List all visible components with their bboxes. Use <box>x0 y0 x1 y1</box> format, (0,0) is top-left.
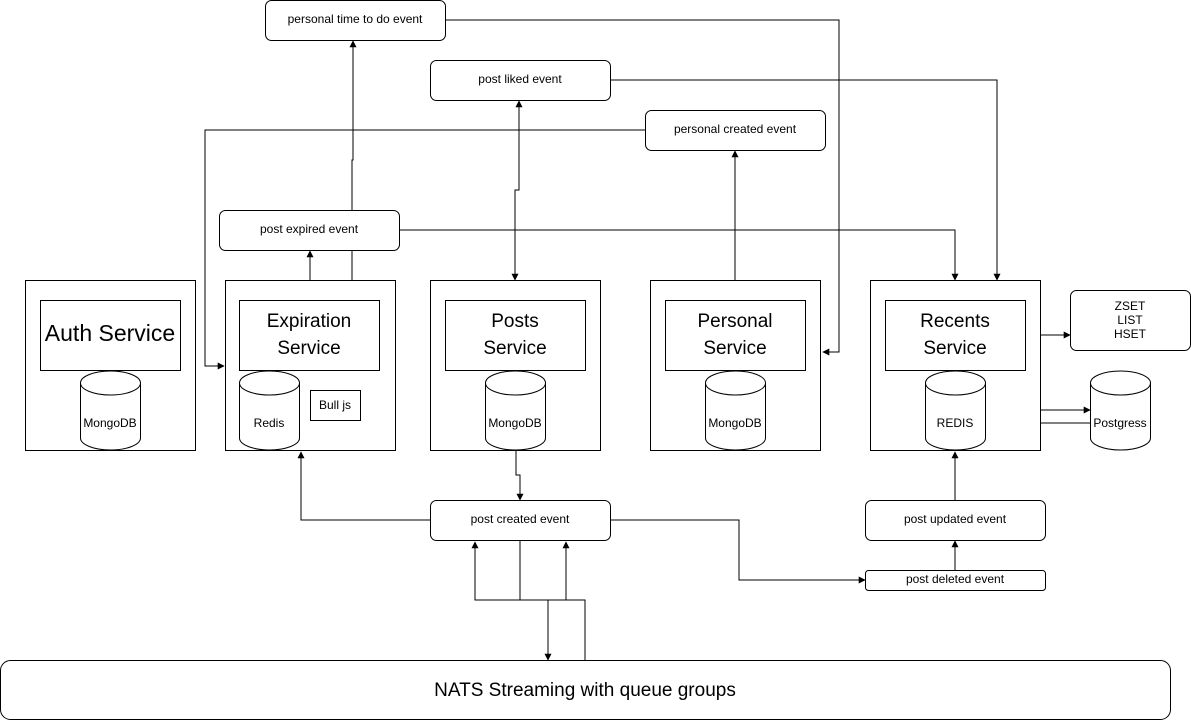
recents-service: Recents Service REDIS <box>870 280 1041 451</box>
connector-personal-created-to-expiration <box>204 129 645 370</box>
event-label: post liked event <box>478 72 562 86</box>
database-label: Redis <box>254 416 285 430</box>
database-icon <box>925 370 986 451</box>
event-post-expired: post expired event <box>219 210 400 251</box>
nats-streaming: NATS Streaming with queue groups <box>0 660 1171 720</box>
nats-label: NATS Streaming with queue groups <box>434 680 736 701</box>
event-label: post updated event <box>904 512 1007 526</box>
database-icon <box>1090 370 1151 451</box>
database-icon <box>705 370 766 451</box>
event-label: post expired event <box>260 222 359 236</box>
structure-zset: ZSET <box>1115 299 1146 313</box>
connector-time-to-personal <box>445 19 840 356</box>
service-title-line1: Recents <box>920 311 990 332</box>
service-title-line2: Service <box>703 338 766 359</box>
service-title-line1: Posts <box>491 311 539 332</box>
service-title-line2: Service <box>923 338 986 359</box>
connector-created-to-deleted <box>610 519 866 584</box>
postgres-database: Postgress <box>1090 370 1151 451</box>
event-personal-time-to-do: personal time to do event <box>265 0 446 41</box>
structure-hset: HSET <box>1114 327 1147 341</box>
database-label: MongoDB <box>83 416 136 430</box>
event-label: personal time to do event <box>288 12 423 26</box>
queue-label: Bull js <box>319 398 351 412</box>
expiration-service: Expiration Service Redis Bull js <box>225 280 396 451</box>
database-label: MongoDB <box>488 416 541 430</box>
database-icon <box>239 370 300 451</box>
service-title-line1: Expiration <box>267 311 352 332</box>
connector-nats-left <box>471 541 521 601</box>
event-label: post deleted event <box>906 572 1005 586</box>
connector-liked-to-recents <box>610 79 1001 281</box>
connector-created-to-expiration <box>297 451 430 521</box>
service-title: Auth Service <box>45 320 175 346</box>
connector-nats-right <box>562 541 586 660</box>
event-post-deleted: post deleted event <box>865 570 1046 591</box>
service-title-line2: Service <box>277 338 340 359</box>
auth-service: Auth Service MongoDB <box>25 280 196 451</box>
event-post-liked: post liked event <box>430 60 611 101</box>
connector-expired-to-recents <box>399 229 959 281</box>
event-post-updated: post updated event <box>865 500 1046 541</box>
database-label: REDIS <box>937 416 974 430</box>
event-label: personal created event <box>674 122 797 136</box>
queue-box <box>310 390 361 421</box>
connector-posts-liked <box>511 100 523 281</box>
event-post-created: post created event <box>430 500 611 541</box>
personal-service: Personal Service MongoDB <box>650 280 821 451</box>
database-label: Postgress <box>1093 416 1146 430</box>
event-label: post created event <box>471 512 570 526</box>
database-icon <box>80 370 141 451</box>
connector-posts-to-created <box>515 450 524 501</box>
service-title-line1: Personal <box>698 311 773 332</box>
redis-structures: ZSET LIST HSET <box>1070 290 1191 351</box>
database-label: MongoDB <box>708 416 761 430</box>
event-personal-created: personal created event <box>645 110 826 151</box>
database-icon <box>485 370 546 451</box>
posts-service: Posts Service MongoDB <box>430 280 601 451</box>
service-title-line2: Service <box>483 338 546 359</box>
structure-list: LIST <box>1117 313 1143 327</box>
